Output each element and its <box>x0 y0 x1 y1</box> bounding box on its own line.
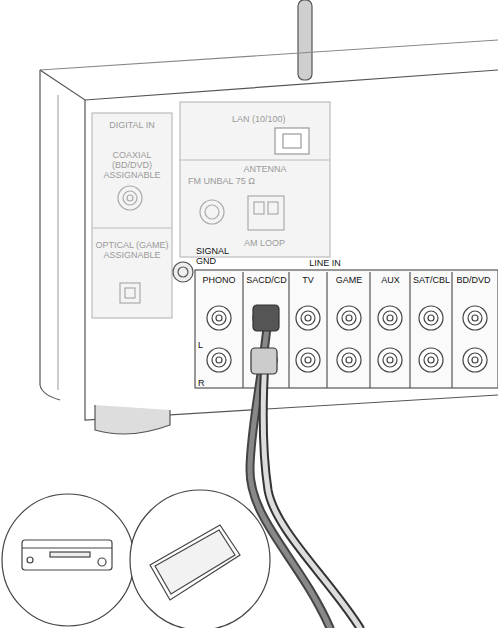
panel-label: SIGNAL GND <box>196 246 236 266</box>
rca-jack <box>463 306 487 330</box>
panel-label: OPTICAL (GAME) ASSIGNABLE <box>95 240 169 260</box>
panel-label: AUX <box>371 275 410 285</box>
rca-jack <box>346 357 352 363</box>
panel-label: BD/DVD <box>451 275 496 285</box>
rca-jack <box>468 353 482 367</box>
rca-jack <box>301 311 315 325</box>
rca-jack <box>428 357 434 363</box>
rca-jack <box>387 357 393 363</box>
rca-jack <box>305 315 311 321</box>
rca-jack <box>212 353 226 367</box>
panel-label: PHONO <box>197 275 241 285</box>
rca-jack <box>468 311 482 325</box>
rca-jack <box>346 315 352 321</box>
rca-jack <box>378 306 402 330</box>
panel-label: SAT/CBL <box>411 275 452 285</box>
rca-jack <box>378 348 402 372</box>
panel-label: DIGITAL IN <box>95 120 169 130</box>
rca-jack <box>212 311 226 325</box>
rca-jack <box>419 348 443 372</box>
rca-jack <box>305 357 311 363</box>
rca-jack <box>296 306 320 330</box>
panel-label: TV <box>290 275 326 285</box>
rca-jack <box>472 315 478 321</box>
rca-jack <box>383 353 397 367</box>
rca-jack <box>342 311 356 325</box>
rca-jack <box>424 311 438 325</box>
panel-label: R <box>198 378 208 388</box>
panel-label: SACD/CD <box>244 275 289 285</box>
panel-label: COAXIAL (BD/DVD) ASSIGNABLE <box>95 150 169 180</box>
panel-label: ANTENNA <box>220 164 310 174</box>
panel-label: LINE IN <box>300 258 350 268</box>
rca-jack <box>419 306 443 330</box>
rca-jack <box>337 306 361 330</box>
rca-jack <box>296 348 320 372</box>
rca-jack <box>428 315 434 321</box>
rca-jack <box>424 353 438 367</box>
rca-jack <box>472 357 478 363</box>
rca-jack <box>342 353 356 367</box>
rca-jack <box>383 311 397 325</box>
panel-label: GAME <box>328 275 370 285</box>
rca-jack <box>337 348 361 372</box>
panel-label: L <box>198 340 208 350</box>
panel-label: FM UNBAL 75 Ω <box>188 176 268 186</box>
rca-jack <box>216 315 222 321</box>
rca-jack <box>387 315 393 321</box>
rca-jack <box>301 353 315 367</box>
rca-jack <box>216 357 222 363</box>
rca-jack <box>207 348 231 372</box>
rca-jack <box>207 306 231 330</box>
panel-label: AM LOOP <box>244 238 294 248</box>
panel-label: LAN (10/100) <box>232 114 302 124</box>
rca-jack <box>463 348 487 372</box>
